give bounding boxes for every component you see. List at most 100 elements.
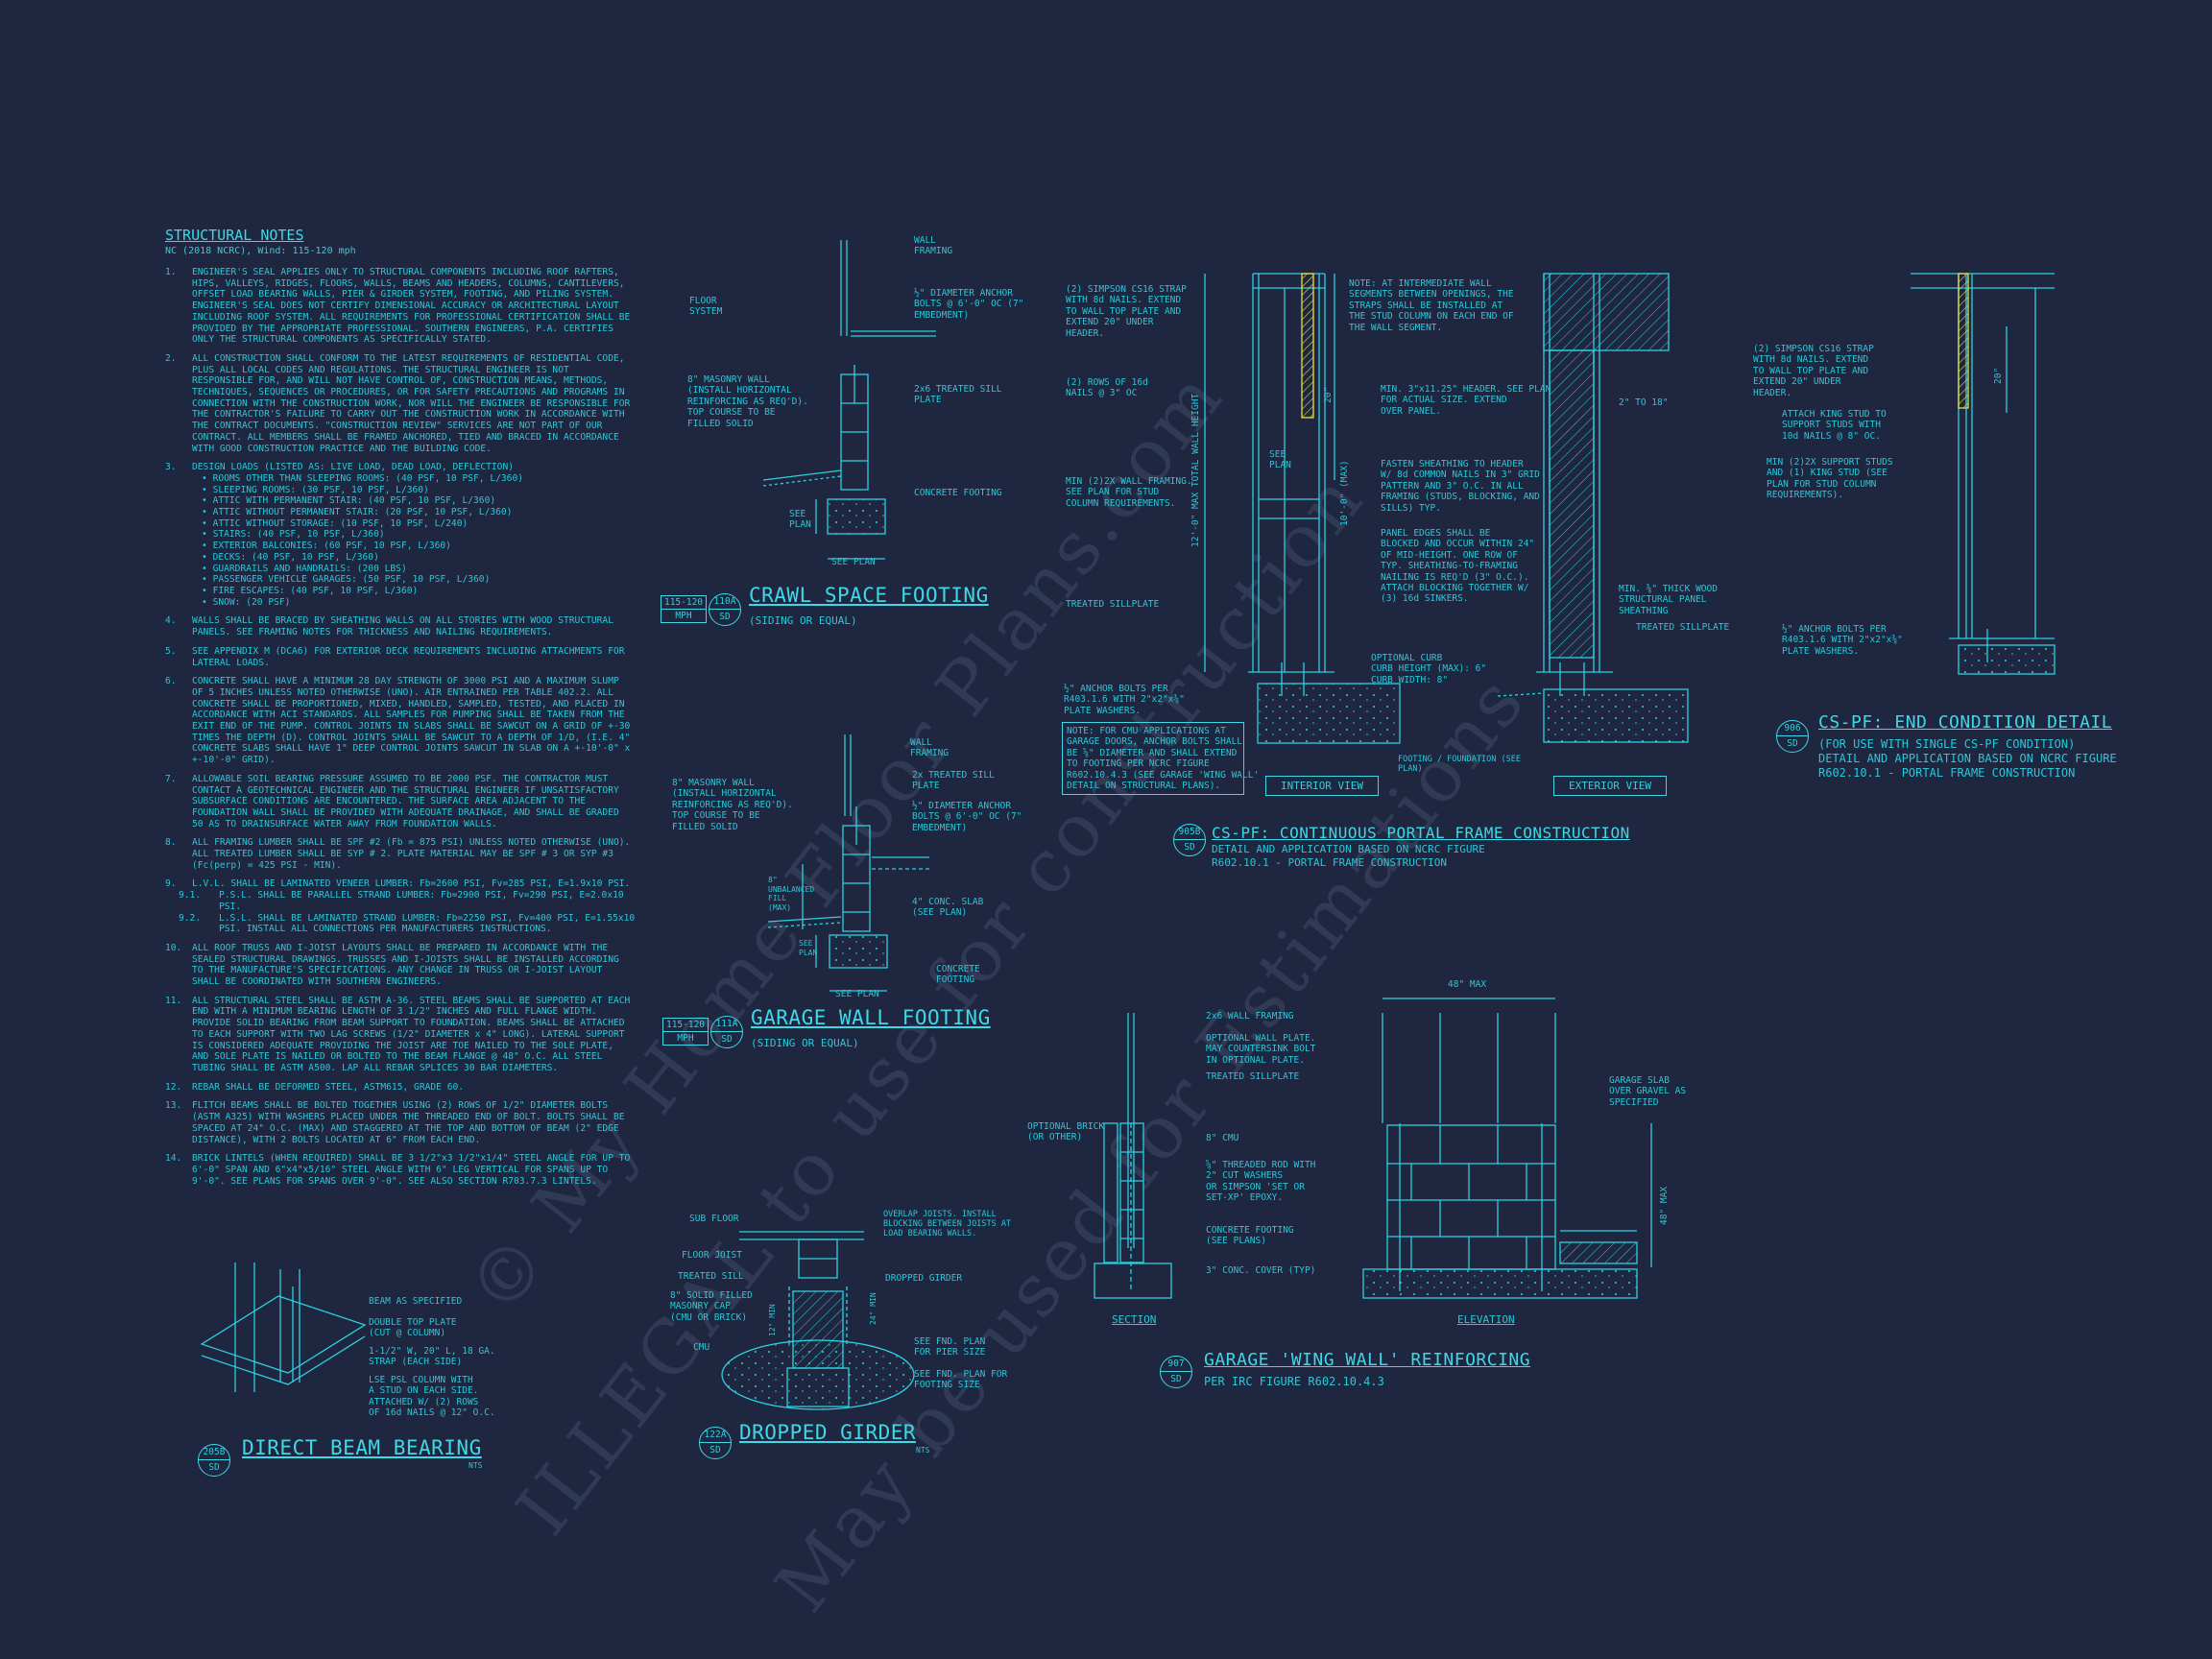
- structural-note-subitem: 9.1.P.S.L. SHALL BE PARALLEL STRAND LUMB…: [179, 890, 624, 912]
- garage-anchor-label: ½" DIAMETER ANCHOR BOLTS @ 6'-0" OC (7" …: [912, 801, 1022, 833]
- design-load-item: PASSENGER VEHICLE GARAGES: (50 PSF, 10 P…: [202, 574, 636, 586]
- portal-strap-label: (2) SIMPSON CS16 STRAP WITH 8d NAILS. EX…: [1066, 284, 1187, 339]
- crawl-anchor-label: ½" DIAMETER ANCHOR BOLTS @ 6'-0" OC (7" …: [914, 288, 1024, 321]
- dropped-girder-title: DROPPED GIRDER: [739, 1421, 917, 1444]
- portal-min-framing-label: MIN (2)2X WALL FRAMING. SEE PLAN FOR STU…: [1066, 476, 1192, 509]
- portal-curb-label: OPTIONAL CURB CURB HEIGHT (MAX): 6" CURB…: [1371, 653, 1487, 685]
- wing-cmu-label: 8" CMU: [1206, 1133, 1239, 1143]
- crawl-see-plan-label: SEE PLAN: [831, 557, 876, 567]
- garage-see-plan-vertical-label: SEE PLAN: [799, 939, 818, 957]
- structural-note-item: 7.ALLOWABLE SOIL BEARING PRESSURE ASSUME…: [165, 773, 619, 830]
- structural-note-item: 6.CONCRETE SHALL HAVE A MINIMUM 28 DAY S…: [165, 676, 631, 766]
- dropped-girder-drawing: [721, 1231, 915, 1410]
- end-twenty-label: 20": [1993, 367, 2004, 384]
- portal-max-height-label: 12'-0" MAX TOTAL WALL HEIGHT: [1190, 393, 1201, 547]
- design-load-item: EXTERIOR BALCONIES: (60 PSF, 10 PSF, L/3…: [202, 541, 636, 552]
- portal-fasten-label: FASTEN SHEATHING TO HEADER W/ 8d COMMON …: [1381, 459, 1540, 514]
- crawl-footing-label: CONCRETE FOOTING: [914, 488, 1002, 498]
- wing-max-label: 48" MAX: [1448, 979, 1487, 990]
- direct-beam-bearing-title: DIRECT BEAM BEARING: [242, 1436, 482, 1459]
- crawl-see-plan-vertical-label: SEE PLAN: [789, 509, 811, 531]
- end-condition-title: CS-PF: END CONDITION DETAIL: [1818, 712, 2113, 733]
- portal-frame-interior-drawing: [1204, 273, 1401, 744]
- design-load-item: ROOMS OTHER THAN SLEEPING ROOMS: (40 PSF…: [202, 473, 636, 485]
- wing-slab-label: GARAGE SLAB OVER GRAVEL AS SPECIFIED: [1609, 1075, 1687, 1108]
- wing-treated-label: TREATED SILLPLATE: [1206, 1071, 1300, 1082]
- girder-overlap-label: OVERLAP JOISTS. INSTALL BLOCKING BETWEEN…: [883, 1210, 1012, 1239]
- garage-wing-wall-drawing: [1094, 998, 1652, 1299]
- crawl-sill-label: 2x6 TREATED SILL PLATE: [914, 384, 1002, 406]
- garage-see-plan-label: SEE PLAN: [835, 989, 879, 999]
- portal-intermediate-note: NOTE: AT INTERMEDIATE WALL SEGMENTS BETW…: [1349, 278, 1514, 333]
- direct-beam-bearing-drawing: [200, 1262, 367, 1392]
- portal-sheathing-label: MIN. ⅜" THICK WOOD STRUCTURAL PANEL SHEA…: [1619, 584, 1718, 616]
- wing-rod-label: ⅝" THREADED ROD WITH 2" CUT WASHERS OR S…: [1206, 1160, 1316, 1204]
- structural-note-item: 5.SEE APPENDIX M (DCA6) FOR EXTERIOR DEC…: [165, 645, 625, 668]
- girder-footing-label: SEE FND. PLAN FOR FOOTING SIZE: [914, 1369, 1008, 1391]
- structural-note-item: 10.ALL ROOF TRUSS AND I-JOIST LAYOUTS SH…: [165, 942, 619, 988]
- portal-frame-exterior-drawing: [1497, 273, 1689, 743]
- structural-note-item: 3.DESIGN LOADS (LISTED AS: LIVE LOAD, DE…: [165, 462, 636, 608]
- structural-note-item: 14.BRICK LINTELS (WHEN REQUIRED) SHALL B…: [165, 1153, 631, 1187]
- wing-elevation-label: ELEVATION: [1457, 1313, 1515, 1326]
- portal-anchor-label: ½" ANCHOR BOLTS PER R403.1.6 WITH 2"x2"x…: [1064, 684, 1185, 716]
- garage-wall-footing-drawing: [767, 734, 929, 992]
- wing-optional-plate-label: OPTIONAL WALL PLATE. MAY COUNTERSINK BOL…: [1206, 1033, 1316, 1066]
- structural-note-item: 8.ALL FRAMING LUMBER SHALL BE SPF #2 (Fb…: [165, 837, 631, 871]
- garage-masonry-label: 8" MASONRY WALL (INSTALL HORIZONTAL REIN…: [672, 778, 793, 832]
- design-load-item: ATTIC WITHOUT PERMANENT STAIR: (20 PSF, …: [202, 507, 636, 518]
- wing-wall-title: GARAGE 'WING WALL' REINFORCING: [1204, 1350, 1531, 1370]
- girder-cmu-label: CMU: [693, 1342, 710, 1353]
- end-support-label: MIN (2)2X SUPPORT STUDS AND (1) KING STU…: [1767, 457, 1893, 501]
- design-load-item: GUARDRAILS AND HANDRAILS: (200 LBS): [202, 564, 636, 575]
- girder-pier-label: SEE FND. PLAN FOR PIER SIZE: [914, 1336, 986, 1358]
- design-load-item: STAIRS: (40 PSF, 10 PSF, L/360): [202, 529, 636, 541]
- beam-specified-label: BEAM AS SPECIFIED: [369, 1296, 463, 1307]
- crawl-space-footing-drawing: [762, 240, 936, 560]
- structural-note-item: 12.REBAR SHALL BE DEFORMED STEEL, ASTM61…: [165, 1081, 465, 1093]
- end-strap-label: (2) SIMPSON CS16 STRAP WITH 8d NAILS. EX…: [1753, 344, 1874, 398]
- beam-column-label: LSE PSL COLUMN WITH A STUD ON EACH SIDE.…: [369, 1375, 495, 1419]
- structural-notes-subtitle: NC (2018 NCRC), Wind: 115-120 mph: [165, 246, 356, 256]
- girder-min24-label: 24" MIN: [869, 1292, 878, 1325]
- girder-nts-label: NTS: [916, 1446, 930, 1455]
- structural-note-item: 9.L.V.L. SHALL BE LAMINATED VENEER LUMBE…: [165, 878, 636, 935]
- girder-joist-label: FLOOR JOIST: [682, 1250, 742, 1261]
- girder-dropped-label: DROPPED GIRDER: [885, 1273, 963, 1284]
- portal-nails-label: (2) ROWS OF 16d NAILS @ 3" OC: [1066, 377, 1148, 399]
- garage-sill-label: 2x TREATED SILL PLATE: [912, 770, 995, 792]
- design-load-item: FIRE ESCAPES: (40 PSF, 10 PSF, L/360): [202, 586, 636, 597]
- structural-note-subitem: 9.2.L.S.L. SHALL BE LAMINATED STRAND LUM…: [179, 912, 636, 935]
- beam-double-plate-label: DOUBLE TOP PLATE (CUT @ COLUMN): [369, 1317, 457, 1339]
- structural-note-item: 11.ALL STRUCTURAL STEEL SHALL BE ASTM A-…: [165, 995, 631, 1073]
- design-load-item: SNOW: (20 PSF): [202, 597, 636, 609]
- portal-sillplate-label: TREATED SILLPLATE: [1066, 599, 1160, 610]
- wing-wall-subtitle: PER IRC FIGURE R602.10.4.3: [1204, 1375, 1384, 1388]
- crawl-wall-label: WALL FRAMING: [914, 235, 953, 257]
- design-load-item: ATTIC WITH PERMANENT STAIR: (40 PSF, 10 …: [202, 495, 636, 507]
- portal-panel-edges-label: PANEL EDGES SHALL BE BLOCKED AND OCCUR W…: [1381, 528, 1535, 605]
- portal-see-plan-label: SEE PLAN: [1269, 449, 1291, 471]
- design-load-item: DECKS: (40 PSF, 10 PSF, L/360): [202, 552, 636, 564]
- portal-two-to-18-label: 2" TO 18": [1619, 397, 1669, 408]
- garage-wall-footing-title: GARAGE WALL FOOTING: [751, 1006, 991, 1029]
- crawl-masonry-label: 8" MASONRY WALL (INSTALL HORIZONTAL REIN…: [687, 374, 808, 429]
- portal-cmu-note: NOTE: FOR CMU APPLICATIONS AT GARAGE DOO…: [1062, 722, 1259, 796]
- structural-note-item: 1.ENGINEER'S SEAL APPLIES ONLY TO STRUCT…: [165, 267, 631, 346]
- wing-wall-framing-label: 2x6 WALL FRAMING: [1206, 1011, 1294, 1022]
- portal-interior-view-label: INTERIOR VIEW: [1265, 776, 1379, 796]
- portal-exterior-view-label: EXTERIOR VIEW: [1553, 776, 1667, 796]
- design-load-item: SLEEPING ROOMS: (30 PSF, 10 PSF, L/360): [202, 485, 636, 496]
- girder-sub-floor-label: SUB FLOOR: [689, 1214, 739, 1224]
- garage-wall-footing-subtitle: (SIDING OR EQUAL): [751, 1037, 859, 1049]
- girder-cmu-cap-label: 8" SOLID FILLED MASONRY CAP (CMU OR BRIC…: [670, 1290, 753, 1323]
- girder-min12-label: 12" MIN: [768, 1304, 777, 1336]
